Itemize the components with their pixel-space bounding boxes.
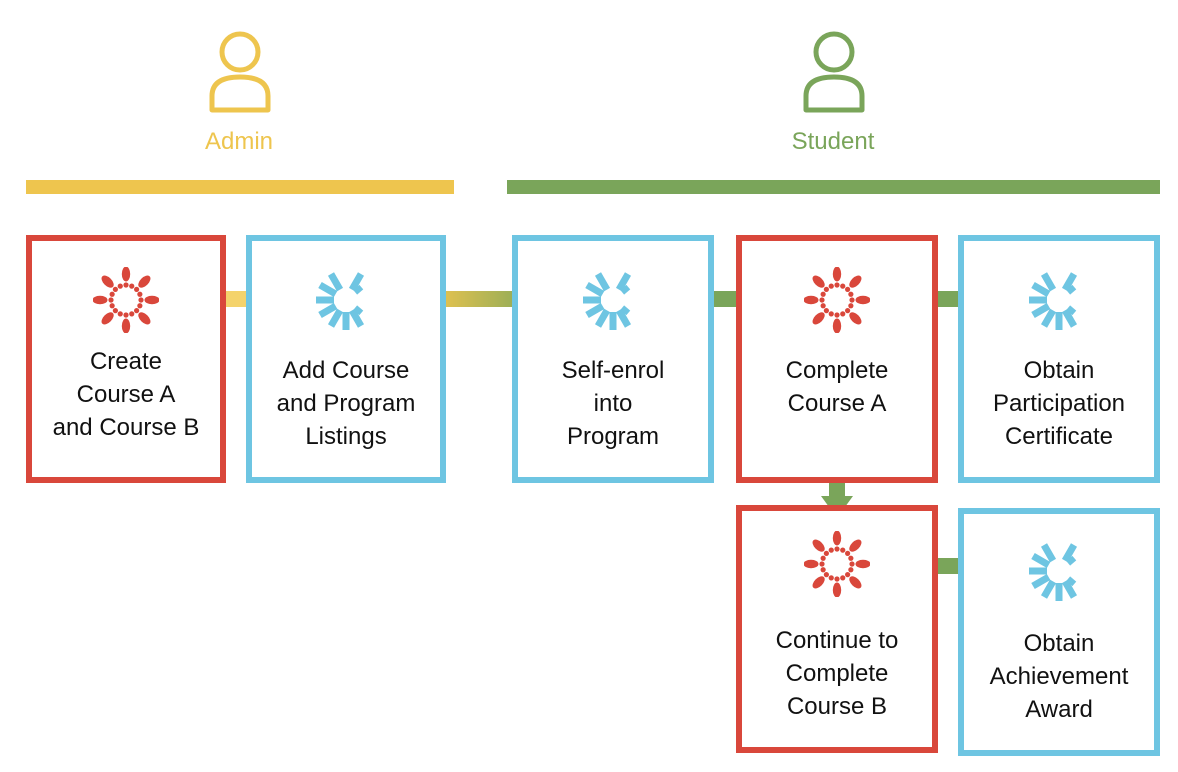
student-role-bar <box>507 180 1160 194</box>
canvas-catalog-icon <box>313 267 379 333</box>
admin-role-label: Admin <box>204 128 274 155</box>
canvas-lms-icon <box>804 531 870 597</box>
canvas-catalog-icon <box>580 267 646 333</box>
student-role-label: Student <box>791 128 875 155</box>
step-text: Self-enrol into Program <box>561 357 665 450</box>
canvas-lms-icon <box>93 267 159 333</box>
step-achievement: Obtain Achievement Award <box>958 508 1160 756</box>
step-create-courses: Create Course A and Course B <box>26 235 226 483</box>
step-self-enrol: Self-enrol into Program <box>512 235 714 483</box>
canvas-lms-icon <box>804 267 870 333</box>
student-person-icon <box>801 30 867 114</box>
step-text: Obtain Participation Certificate <box>992 357 1126 450</box>
step-complete-b: Continue to Complete Course B <box>736 505 938 753</box>
step-add-listings: Add Course and Program Listings <box>246 235 446 483</box>
admin-role-bar <box>26 180 454 194</box>
canvas-catalog-icon <box>1026 538 1092 604</box>
canvas-catalog-icon <box>1026 267 1092 333</box>
step-text: Continue to Complete Course B <box>775 627 899 720</box>
step-participation: Obtain Participation Certificate <box>958 235 1160 483</box>
step-text: Create Course A and Course B <box>52 348 200 441</box>
admin-person-icon <box>207 30 273 114</box>
step-complete-a: Complete Course A <box>736 235 938 483</box>
step-text: Obtain Achievement Award <box>989 630 1129 723</box>
step-text: Complete Course A <box>785 357 889 417</box>
step-text: Add Course and Program Listings <box>276 357 416 450</box>
